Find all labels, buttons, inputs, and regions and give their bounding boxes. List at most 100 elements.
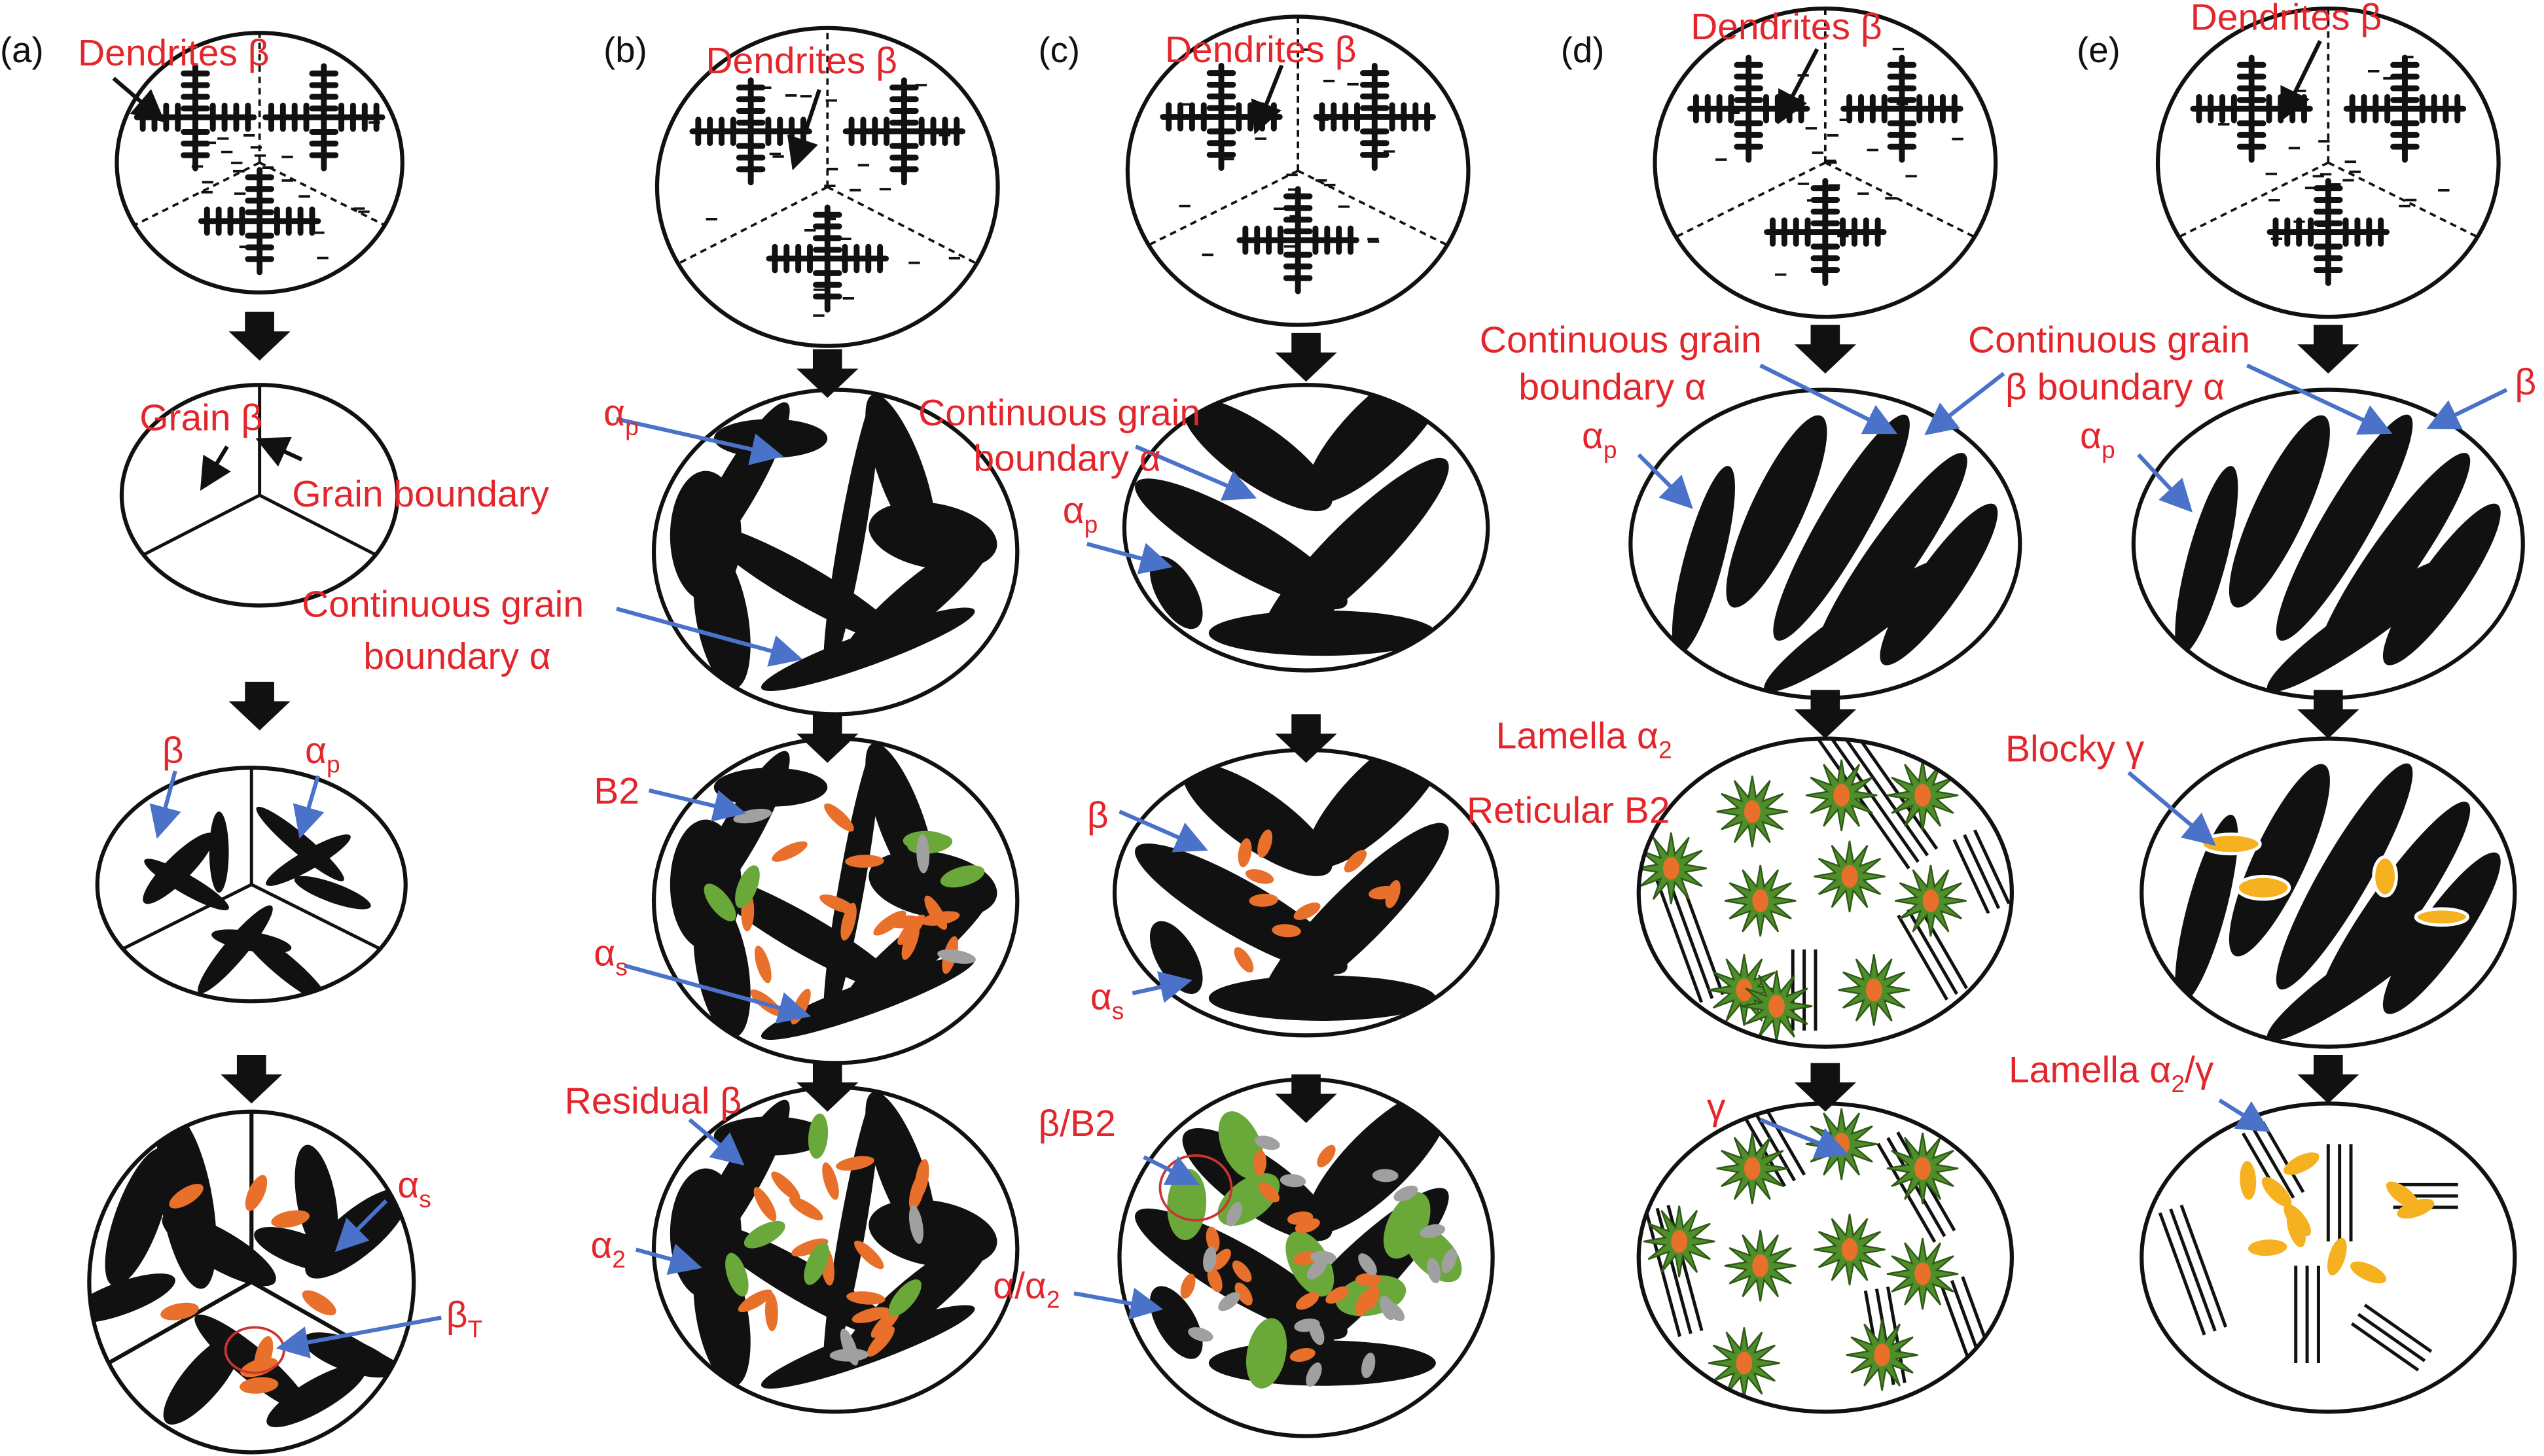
alpha-microstructure-circle-outline — [1112, 747, 1500, 1038]
grain-boundary-dashed — [2327, 161, 2499, 249]
alpha-s-particle — [824, 803, 854, 832]
alpha-s-particle — [245, 1175, 268, 1211]
lamella-line — [1973, 829, 2011, 904]
b2-particle — [725, 1252, 749, 1297]
label-dendrites-beta: Dendrites β — [2191, 0, 2382, 38]
alpha-microstructure-circle-outline — [651, 387, 1020, 717]
gamma-core — [1744, 1157, 1761, 1180]
alpha-s-particle — [1206, 1226, 1220, 1252]
dendrite-icon — [2266, 178, 2390, 287]
label-alpha-p: αp — [1582, 415, 1617, 463]
label-alpha-p: αp — [1063, 489, 1098, 538]
grain-boundary — [132, 385, 387, 562]
label-cgb-line2: boundary α — [363, 635, 550, 677]
alpha-gamma-circle-outline — [2140, 736, 2517, 1049]
pointer-arrow — [255, 436, 303, 467]
panel-e-tag: (e) — [2077, 30, 2121, 70]
alpha2-particle — [1280, 1174, 1306, 1188]
gamma-core — [1922, 889, 1939, 912]
dendrite-icon — [134, 63, 257, 171]
alpha-lath — [670, 471, 742, 601]
grain-circle-alpha-s — [89, 1111, 410, 1427]
alpha-lath — [1306, 1088, 1452, 1234]
label-alpha-s: αs — [397, 1164, 431, 1213]
dendrite-icon — [1764, 178, 1887, 287]
gamma-core — [1914, 784, 1931, 807]
pointer-arrow — [1132, 971, 1192, 1003]
beta-b2-particle — [1167, 1169, 1207, 1241]
lamella-line — [2169, 1208, 2217, 1332]
alpha-s-particle — [1317, 1145, 1336, 1167]
label-dendrites-beta: Dendrites β — [706, 40, 897, 82]
gamma-core — [1736, 1351, 1753, 1375]
alpha-lath — [144, 859, 229, 911]
b2-particle — [735, 865, 760, 908]
blocky-gamma-particle — [2200, 832, 2262, 856]
alpha2-particle — [1310, 1251, 1336, 1264]
gamma-core — [1914, 1157, 1931, 1180]
dendrite-grain-circle-outline — [1653, 6, 1998, 319]
alpha-microstructure-circle — [1135, 1088, 1462, 1389]
lamellar-alpha2-gamma-circle — [2158, 1121, 2458, 1372]
gamma-core — [1671, 1230, 1688, 1253]
blocky-gamma-particle — [2235, 874, 2291, 901]
alpha-s-particle — [254, 1336, 274, 1374]
black-pointers — [112, 40, 2322, 491]
alpha2-particle — [1226, 1201, 1242, 1227]
label-cgb-line2: boundary α — [1518, 366, 1706, 408]
alpha-lath — [869, 501, 997, 570]
label-cgb-line1: Continuous grain — [302, 584, 584, 626]
alpha-lath — [761, 956, 975, 1040]
alpha-s-particle — [1295, 1292, 1319, 1310]
schematic-artwork — [87, 6, 2525, 1455]
alpha-lath — [266, 1364, 367, 1427]
alpha-s-particle — [901, 923, 920, 960]
alpha-s-particle — [1234, 1282, 1253, 1305]
gamma-particle — [2261, 1177, 2292, 1207]
label-b2: B2 — [594, 770, 639, 812]
alpha-s-particle — [791, 1238, 829, 1257]
alpha-s-particle — [1385, 879, 1401, 908]
alpha-s-particle — [1259, 1182, 1280, 1203]
alpha2-particle — [1372, 1169, 1399, 1182]
label-residual-beta: Residual β — [565, 1080, 742, 1122]
label-alpha-s: αs — [594, 932, 628, 981]
label-alpha-p: αp — [603, 392, 639, 440]
pointer-arrow — [2218, 1098, 2270, 1133]
alpha-lath — [2382, 852, 2501, 1014]
panel-c-tag: (c) — [1039, 30, 1081, 70]
alpha-lath — [143, 832, 215, 904]
alpha-s-particle — [1234, 947, 1254, 973]
alpha-lath — [2276, 763, 2413, 990]
label-grain-beta: Grain β — [139, 397, 262, 439]
lamellar-b2-circle-outline — [1636, 736, 2015, 1049]
alpha-lath — [2229, 764, 2330, 957]
alpha-lath — [1208, 610, 1436, 656]
alpha2-particle — [1420, 1224, 1446, 1238]
flow-arrow-icon — [1275, 332, 1337, 382]
alpha2-particle — [1358, 1253, 1377, 1276]
lamella-line — [2158, 1212, 2206, 1336]
dendrite-grain-circle — [1655, 9, 1996, 287]
flow-arrow-icon — [2297, 325, 2359, 374]
gamma-particle — [2240, 1160, 2257, 1200]
pointer-arrow — [1924, 372, 2005, 436]
label-beta: β — [162, 730, 184, 772]
alpha-microstructure-circle — [670, 1089, 997, 1389]
b2-particle — [808, 1113, 829, 1159]
b2-particle — [940, 865, 985, 888]
alpha2-particle — [1294, 1318, 1320, 1332]
lamella-line — [1823, 738, 1929, 857]
lamella-line — [2357, 1313, 2426, 1362]
alpha-lath — [1208, 1340, 1436, 1386]
alpha-gamma-circle — [2175, 763, 2501, 1041]
lamella-line — [2350, 1322, 2420, 1372]
label-lamella-alpha2-gamma: Lamella α2/γ — [2009, 1049, 2214, 1097]
label-beta: β — [1087, 794, 1109, 836]
gamma-core — [1768, 995, 1785, 1018]
beta-b2-particle — [1383, 1192, 1431, 1259]
alpha-lath — [1764, 558, 1952, 692]
alpha-lath — [2266, 906, 2455, 1041]
pointer-arrow — [1119, 809, 1208, 853]
label-gamma: γ — [1707, 1086, 1726, 1128]
